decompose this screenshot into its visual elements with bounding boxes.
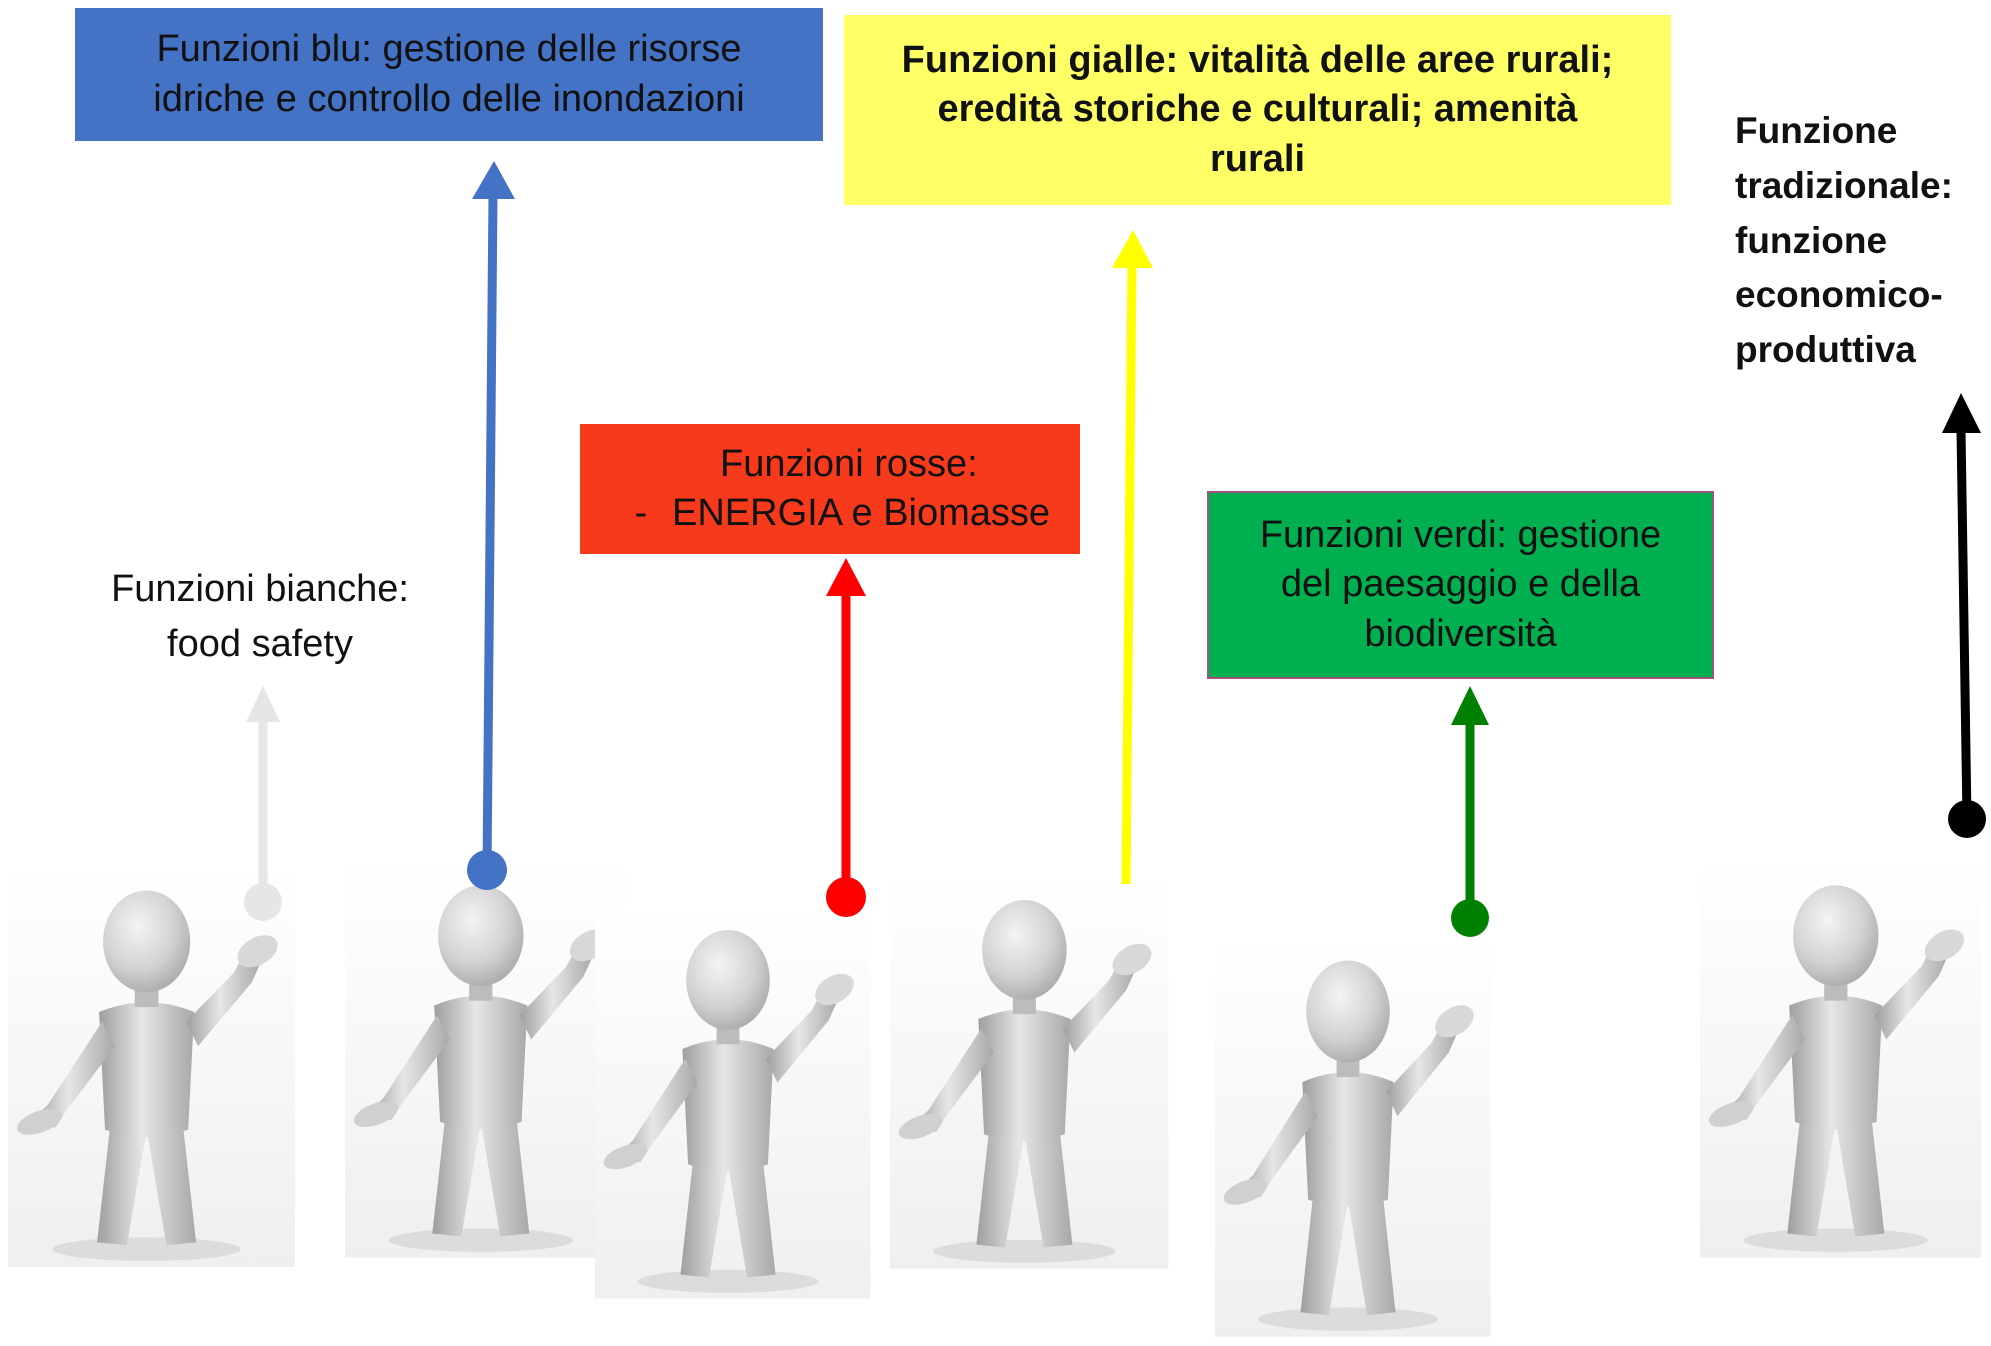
person-figure-4-icon — [890, 875, 1169, 1269]
yellow-functions-box: Funzioni gialle: vitalità delle aree rur… — [844, 15, 1671, 205]
red-functions-item: ENERGIA e Biomasse — [672, 492, 1051, 534]
traditional-function-line-3: funzione — [1735, 219, 1888, 261]
red-functions-line-1: Funzioni rosse: — [720, 442, 978, 485]
person-figure-2-icon — [345, 860, 627, 1258]
traditional-function-label: Funzione tradizionale: funzione economic… — [1735, 104, 1991, 378]
traditional-function-line-2: tradizionale: — [1735, 164, 1953, 206]
green-functions-box: Funzioni verdi: gestione del paesaggio e… — [1207, 491, 1714, 679]
blue-arrow — [467, 161, 515, 890]
green-functions-line-1: Funzioni verdi: gestione — [1259, 513, 1662, 556]
person-figure-6-icon — [1700, 860, 1982, 1258]
white-functions-label: Funzioni bianche: food safety — [60, 562, 460, 672]
person-figure-5-icon — [1215, 935, 1491, 1337]
red-arrow — [826, 558, 866, 917]
bullet-dash: - — [634, 492, 648, 534]
yellow-functions-line-1: Funzioni gialle: vitalità delle aree rur… — [901, 38, 1614, 81]
black-arrow — [1942, 393, 1986, 838]
blue-functions-line-2: idriche e controllo delle inondazioni — [153, 77, 745, 120]
yellow-functions-line-2: eredità storiche e culturali; amenità — [937, 88, 1578, 131]
traditional-function-line-5: produttiva — [1735, 329, 1916, 370]
red-functions-line-2: -ENERGIA e Biomasse — [610, 489, 1050, 538]
traditional-function-line-4: economico- — [1735, 274, 1943, 316]
white-functions-line-2: food safety — [167, 623, 353, 666]
green-functions-line-3: biodiversità — [1364, 612, 1557, 655]
green-functions-line-2: del paesaggio e della — [1280, 563, 1641, 606]
traditional-function-line-1: Funzione — [1735, 110, 1898, 151]
blue-functions-box: Funzioni blu: gestione delle risorse idr… — [75, 8, 823, 141]
yellow-functions-line-3: rurali — [1209, 137, 1306, 180]
person-figure-1-icon — [8, 865, 296, 1267]
red-functions-box: Funzioni rosse: -ENERGIA e Biomasse — [580, 424, 1080, 554]
yellow-arrow — [1112, 230, 1153, 885]
blue-functions-line-1: Funzioni blu: gestione delle risorse — [156, 28, 742, 71]
white-arrow — [244, 686, 282, 921]
green-arrow — [1451, 686, 1489, 937]
white-functions-line-1: Funzioni bianche: — [111, 568, 409, 610]
person-figure-3-icon — [595, 905, 871, 1299]
